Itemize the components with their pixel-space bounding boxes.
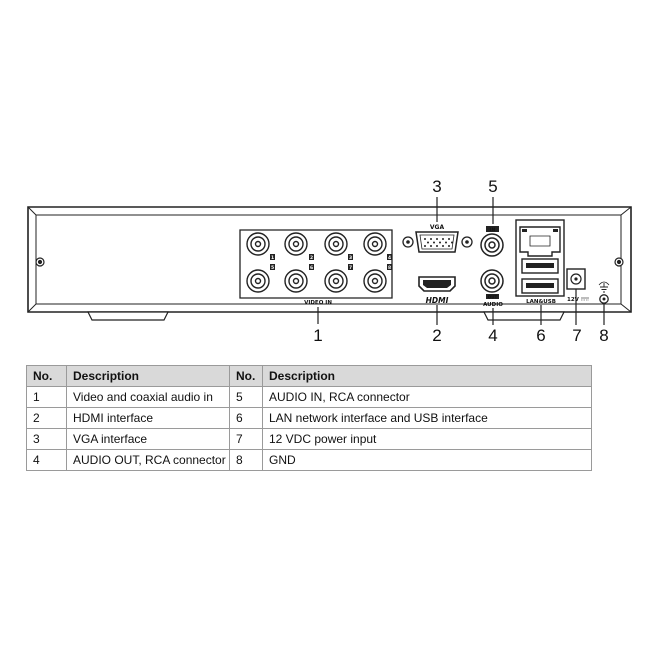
callout-lines — [317, 197, 605, 325]
table-cell: Video and coaxial audio in — [66, 386, 230, 408]
table-cell: 12 VDC power input — [262, 428, 592, 450]
table-header-row: No. Description No. Description — [26, 365, 592, 387]
port-description-table: No. Description No. Description 1 Video … — [26, 365, 592, 471]
bnc-number: 1 — [271, 255, 274, 261]
callout-5: 5 — [488, 177, 497, 196]
rear-panel-diagram: 1 2 3 4 5 6 7 8 VIDEO IN VGA HDMI — [27, 177, 632, 345]
video-in-label: VIDEO IN — [304, 300, 332, 306]
table-cell: 1 — [26, 386, 67, 408]
lan-usb-ports: LAN&USB — [515, 219, 565, 305]
header-no: No. — [26, 365, 67, 387]
table-cell: LAN network interface and USB interface — [262, 407, 592, 429]
vga-port: VGA — [402, 224, 473, 253]
callout-6: 6 — [536, 326, 545, 345]
audio-out-tag: OUT — [488, 294, 498, 299]
bnc-number: 3 — [349, 255, 352, 261]
lan-usb-label: LAN&USB — [526, 299, 556, 305]
callout-1: 1 — [313, 326, 322, 345]
bnc-number: 8 — [388, 265, 391, 271]
audio-in-tag: IN — [490, 227, 496, 233]
hdmi-port: HDMI — [418, 276, 456, 305]
table-cell: 8 — [229, 449, 263, 471]
table-row: 4 AUDIO OUT, RCA connector 8 GND — [26, 449, 592, 471]
callout-8: 8 — [599, 326, 608, 345]
callout-3: 3 — [432, 177, 441, 196]
callout-numbers: 1 2 3 4 5 6 7 8 — [313, 177, 608, 345]
bnc-video-inputs: 1 2 3 4 5 6 7 8 VIDEO IN — [239, 229, 393, 306]
table-cell: AUDIO OUT, RCA connector — [66, 449, 230, 471]
rca-connector — [480, 233, 504, 293]
table-row: 2 HDMI interface 6 LAN network interface… — [26, 407, 592, 429]
lan-port — [519, 226, 561, 257]
bnc-number: 4 — [388, 255, 391, 261]
hdmi-label: HDMI — [426, 296, 449, 305]
table-cell: 3 — [26, 428, 67, 450]
power-input: 12V — [566, 268, 589, 303]
vga-label: VGA — [430, 224, 445, 231]
table-cell: AUDIO IN, RCA connector — [262, 386, 592, 408]
gnd-terminal — [598, 281, 610, 304]
table-cell: VGA interface — [66, 428, 230, 450]
table-cell: HDMI interface — [66, 407, 230, 429]
header-description: Description — [262, 365, 592, 387]
bnc-connector — [246, 232, 387, 293]
table-row: 1 Video and coaxial audio in 5 AUDIO IN,… — [26, 386, 592, 408]
audio-label: AUDIO — [483, 302, 503, 308]
bnc-number: 2 — [310, 255, 313, 261]
header-no: No. — [229, 365, 263, 387]
bnc-number-tags: 1 2 3 4 5 6 7 8 — [270, 254, 392, 271]
callout-7: 7 — [572, 326, 581, 345]
table-cell: 2 — [26, 407, 67, 429]
callout-4: 4 — [488, 326, 497, 345]
bnc-number: 5 — [271, 265, 274, 271]
table-cell: GND — [262, 449, 592, 471]
panel-screws — [35, 257, 624, 267]
table-cell: 4 — [26, 449, 67, 471]
table-cell: 6 — [229, 407, 263, 429]
power-label: 12V — [567, 297, 580, 303]
ground-icon — [600, 283, 608, 293]
callout-2: 2 — [432, 326, 441, 345]
table-row: 3 VGA interface 7 12 VDC power input — [26, 428, 592, 450]
table-cell: 7 — [229, 428, 263, 450]
table-cell: 5 — [229, 386, 263, 408]
header-description: Description — [66, 365, 230, 387]
device-feet — [87, 311, 565, 321]
bnc-number: 6 — [310, 265, 313, 271]
bnc-number: 7 — [349, 265, 352, 271]
audio-ports: IN OUT AUDIO — [480, 226, 504, 308]
